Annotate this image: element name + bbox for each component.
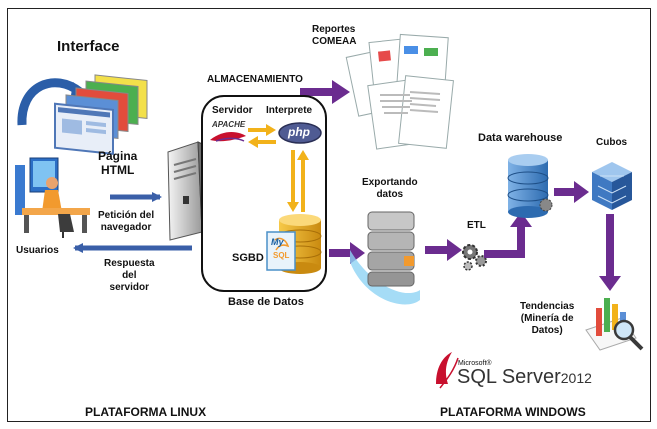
apache-logo-text: APACHE xyxy=(212,120,246,129)
server-response-label: Respuesta del servidor xyxy=(104,258,155,293)
server-interpreter-arrows xyxy=(248,124,309,212)
interpreter-label: Interprete xyxy=(266,105,313,116)
users-label: Usuarios xyxy=(16,245,59,256)
interface-windows-illustration xyxy=(17,74,148,155)
sql-server-name: SQL Server xyxy=(457,366,561,388)
arrow-to-etl xyxy=(425,239,462,261)
reports-pages-illustration xyxy=(345,33,454,150)
diagram-frame xyxy=(7,8,651,422)
reports-label: Reportes COMEAA xyxy=(312,24,357,47)
arrow-to-export xyxy=(329,242,365,264)
trends-label: Tendencias (Minería de Datos) xyxy=(520,301,575,336)
mysql-logo-my: My xyxy=(271,237,284,247)
windows-platform-label: PLATAFORMA WINDOWS xyxy=(440,405,586,419)
export-server-illustration xyxy=(350,211,420,305)
data-warehouse-label: Data warehouse xyxy=(478,132,563,144)
linux-platform-label: PLATAFORMA LINUX xyxy=(85,405,207,419)
sql-server-logo-text: SQL Server2012 xyxy=(457,366,592,389)
storage-label: ALMACENAMIENTO xyxy=(207,74,303,85)
etl-gears-icon xyxy=(462,244,487,271)
etl-label: ETL xyxy=(467,220,486,231)
arrow-to-trends xyxy=(599,214,621,291)
database-label: Base de Datos xyxy=(228,296,304,308)
curved-arrow-icon xyxy=(17,78,83,126)
arrow-to-reports xyxy=(300,80,350,104)
php-badge xyxy=(278,122,322,144)
olap-cubes-icon xyxy=(592,162,632,210)
data-warehouse-icon xyxy=(507,154,553,218)
exporting-data-label: Exportando datos xyxy=(362,177,418,200)
microsoft-logo-text: Microsoft® xyxy=(458,360,492,367)
data-mining-chart-icon xyxy=(585,298,644,351)
interface-label: Interface xyxy=(57,38,120,55)
browser-request-label: Petición del navegador xyxy=(98,210,155,233)
mysql-database-icon xyxy=(266,214,322,274)
arrow-to-cubes xyxy=(554,181,589,203)
arrow-to-data-warehouse xyxy=(484,212,532,258)
cubes-label: Cubos xyxy=(596,137,628,148)
server-label: Servidor xyxy=(212,105,253,116)
mysql-logo-sql: SQL xyxy=(273,251,290,260)
html-page-label: Página HTML xyxy=(98,149,138,177)
sql-server-logo-icon xyxy=(436,352,452,384)
users-workstation-illustration xyxy=(15,157,90,238)
dbms-label: SGBD xyxy=(232,252,264,264)
apache-feather-icon xyxy=(210,132,246,142)
sql-server-year: 2012 xyxy=(560,370,592,386)
php-logo-text: php xyxy=(288,125,310,139)
